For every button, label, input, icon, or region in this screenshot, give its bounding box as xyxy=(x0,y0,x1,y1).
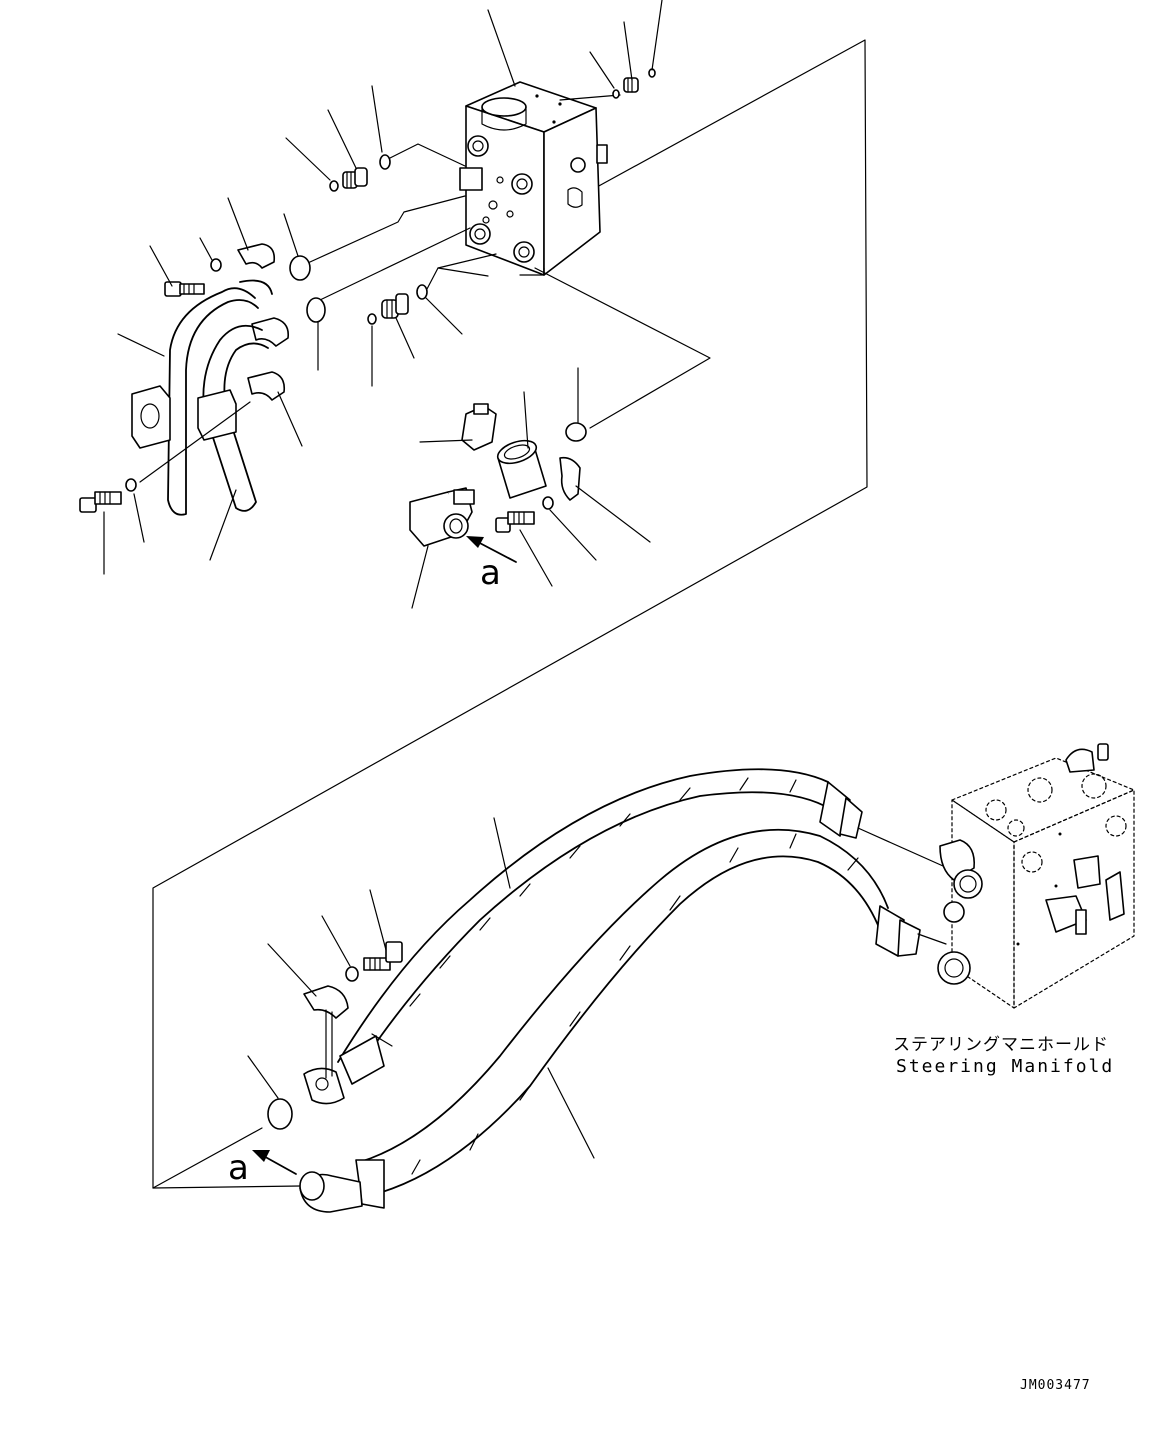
steering-valve-block xyxy=(459,81,608,276)
union-fitting-upper-left xyxy=(342,167,368,189)
exploded-view-boundary xyxy=(152,39,868,1189)
manifold-guide-lines xyxy=(857,827,953,945)
reference-letter-a-bottom: a xyxy=(228,1148,249,1188)
reference-letter-a-top: a xyxy=(480,553,501,593)
elbow-fitting xyxy=(409,487,475,547)
fittings-top-row xyxy=(329,68,656,192)
drawing-number: JM003477 xyxy=(1020,1378,1091,1393)
leader-lines-top xyxy=(103,0,663,609)
union-fitting-upper-right xyxy=(623,77,639,93)
bolt-lower-left xyxy=(79,491,122,513)
manifold-ports xyxy=(937,743,1125,985)
sleeve-pipe xyxy=(496,439,547,499)
hydraulic-hoses xyxy=(299,768,921,1213)
elbow-group xyxy=(409,403,587,563)
fittings-bottom-left xyxy=(252,941,403,1175)
leader-lines-bottom xyxy=(247,817,595,1159)
manifold-label-english: Steering Manifold xyxy=(896,1056,1115,1077)
fittings-mid-row xyxy=(289,255,428,325)
bolt-upper-left xyxy=(164,281,205,297)
union-fitting-mid xyxy=(381,293,409,319)
port-guide-lines xyxy=(309,94,711,429)
bolt-bottom-left xyxy=(363,941,403,971)
steel-tube-assembly xyxy=(79,243,290,516)
bolt-mid-right xyxy=(495,511,535,533)
manifold-label-japanese: ステアリングマニホールド xyxy=(893,1035,1109,1055)
